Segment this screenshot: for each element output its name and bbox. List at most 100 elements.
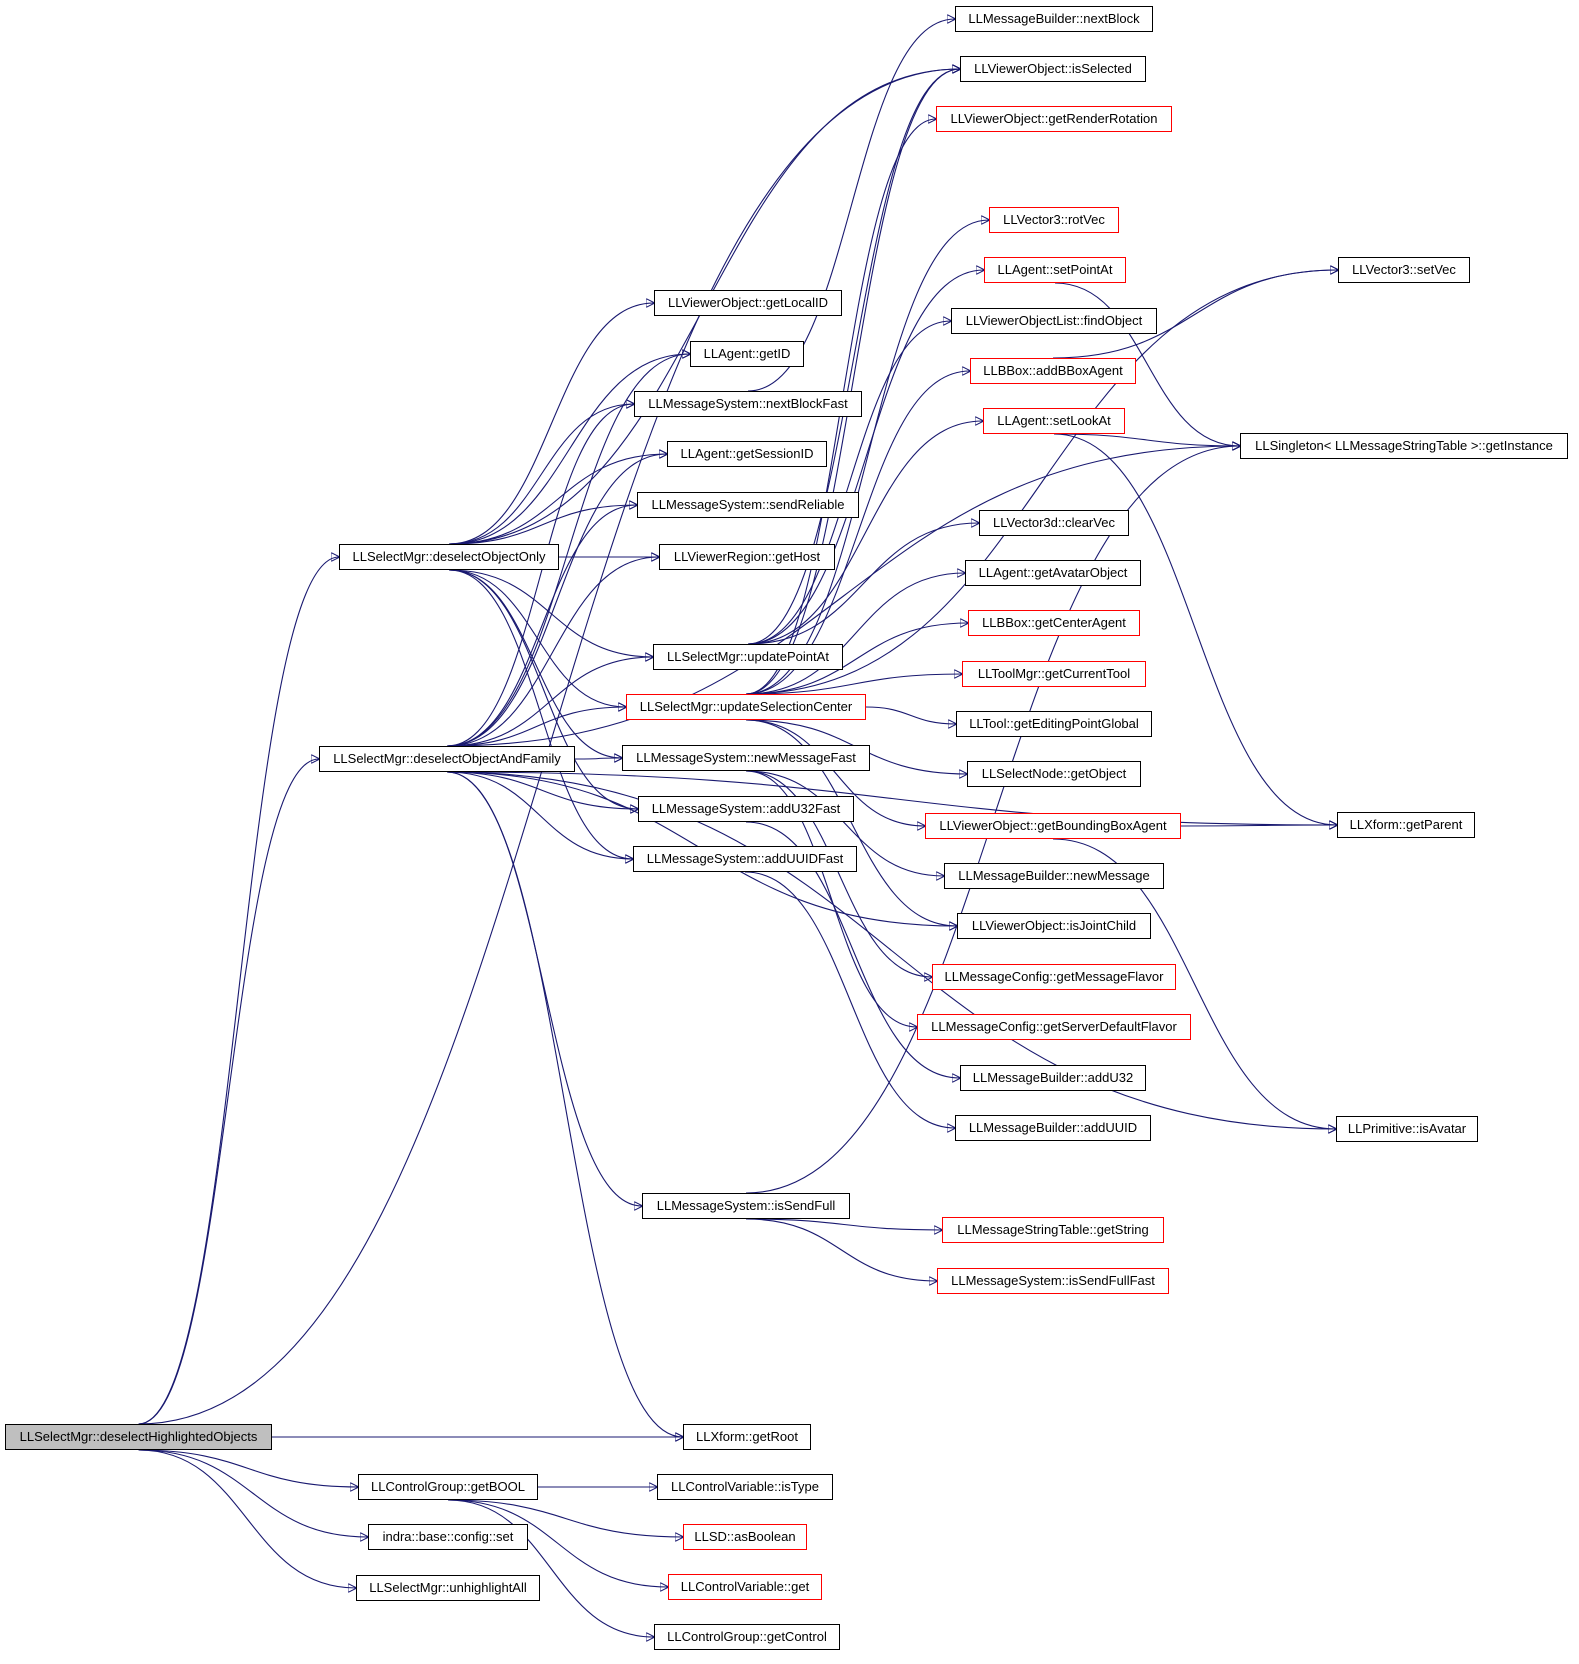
- node-message-builder-next-block[interactable]: LLMessageBuilder::nextBlock: [955, 6, 1153, 32]
- node-rot-vec[interactable]: LLVector3::rotVec: [989, 207, 1119, 233]
- node-get-message-flavor[interactable]: LLMessageConfig::getMessageFlavor: [932, 964, 1176, 990]
- node-update-point-at[interactable]: LLSelectMgr::updatePointAt: [653, 644, 843, 670]
- call-edge-setPointAt-getInstance: [1054, 282, 1240, 446]
- node-find-object[interactable]: LLViewerObjectList::findObject: [951, 308, 1157, 334]
- call-edge-deselectOnly-addU32Fast: [448, 569, 638, 809]
- call-edge-root-getBOOL: [138, 1449, 359, 1487]
- call-edge-deselectOnly-updatePointAt: [448, 569, 653, 657]
- call-edge-updateSelectionCenter-getEditingPointGlobal: [865, 706, 956, 724]
- node-set-look-at[interactable]: LLAgent::setLookAt: [983, 408, 1125, 434]
- call-edge-deselectOnly-newMessageFast: [448, 569, 622, 758]
- node-clear-vec[interactable]: LLVector3d::clearVec: [979, 510, 1129, 536]
- node-get-editing-point-global[interactable]: LLTool::getEditingPointGlobal: [956, 711, 1152, 737]
- node-get-session-id[interactable]: LLAgent::getSessionID: [667, 441, 827, 467]
- node-is-selected[interactable]: LLViewerObject::isSelected: [960, 56, 1146, 82]
- node-get-server-default-flavor[interactable]: LLMessageConfig::getServerDefaultFlavor: [917, 1014, 1191, 1040]
- node-get-center-agent[interactable]: LLBBox::getCenterAgent: [968, 610, 1140, 636]
- call-edge-deselectFamily-sendReliable: [446, 505, 637, 747]
- node-message-builder-new-message[interactable]: LLMessageBuilder::newMessage: [944, 863, 1164, 889]
- node-set-point-at[interactable]: LLAgent::setPointAt: [984, 257, 1126, 283]
- call-edge-updatePointAt-findObject: [747, 321, 951, 645]
- call-edge-deselectFamily-updateSelectionCenter: [446, 707, 626, 747]
- call-edge-deselectOnly-getSessionID: [448, 454, 667, 545]
- node-is-send-full[interactable]: LLMessageSystem::isSendFull: [642, 1193, 850, 1219]
- call-edge-getBoundingBoxAgent-getParent: [1180, 825, 1337, 826]
- call-edge-updateSelectionCenter-isJointChild: [745, 719, 957, 926]
- call-edge-updatePointAt-setLookAt: [747, 421, 983, 645]
- node-control-variable-is-type[interactable]: LLControlVariable::isType: [657, 1474, 833, 1500]
- call-edge-getBOOL-getControl: [447, 1499, 654, 1637]
- call-edge-addUUIDFast-addUUID: [744, 871, 955, 1128]
- node-add-uuid-fast[interactable]: LLMessageSystem::addUUIDFast: [633, 846, 857, 872]
- call-edge-getBOOL-asBoolean: [447, 1499, 683, 1537]
- call-edge-nextBlockFast-nextBlock: [747, 19, 955, 392]
- node-message-string-table-get-string[interactable]: LLMessageStringTable::getString: [942, 1217, 1164, 1243]
- node-control-variable-get[interactable]: LLControlVariable::get: [668, 1574, 822, 1600]
- call-edge-updateSelectionCenter-getAvatarObject: [745, 573, 965, 695]
- call-edge-newMessageFast-newMessage: [745, 770, 944, 876]
- call-edge-deselectOnly-getLocalID: [448, 303, 654, 545]
- call-edge-isSendFull-isSendFullFast: [745, 1218, 937, 1281]
- call-edge-newMessageFast-getServerDefaultFlavor: [745, 770, 917, 1027]
- node-control-group-get-control[interactable]: LLControlGroup::getControl: [654, 1624, 840, 1650]
- node-deselect-object-only[interactable]: LLSelectMgr::deselectObjectOnly: [339, 544, 559, 570]
- call-edge-updateSelectionCenter-setVec: [745, 270, 1338, 695]
- node-get-avatar-object[interactable]: LLAgent::getAvatarObject: [965, 560, 1141, 586]
- node-message-builder-add-uuid[interactable]: LLMessageBuilder::addUUID: [955, 1115, 1151, 1141]
- call-edge-newMessageFast-getMessageFlavor: [745, 770, 932, 977]
- node-unhighlight-all[interactable]: LLSelectMgr::unhighlightAll: [356, 1575, 540, 1601]
- call-edge-updatePointAt-isSelected: [747, 69, 960, 645]
- node-next-block-fast[interactable]: LLMessageSystem::nextBlockFast: [634, 391, 862, 417]
- node-get-local-id[interactable]: LLViewerObject::getLocalID: [654, 290, 842, 316]
- call-edge-deselectFamily-getSessionID: [446, 454, 667, 747]
- node-deselect-highlighted-objects: LLSelectMgr::deselectHighlightedObjects: [5, 1424, 272, 1450]
- call-edge-updateSelectionCenter-getCurrentTool: [745, 674, 962, 695]
- call-edge-deselectOnly-sendReliable: [448, 505, 637, 545]
- node-llsd-as-boolean[interactable]: LLSD::asBoolean: [683, 1524, 807, 1550]
- node-config-set[interactable]: indra::base::config::set: [368, 1524, 528, 1550]
- call-edge-deselectOnly-addUUIDFast: [448, 569, 633, 859]
- call-edge-updateSelectionCenter-getBoundingBoxAgent: [745, 719, 925, 826]
- node-is-joint-child[interactable]: LLViewerObject::isJointChild: [957, 913, 1151, 939]
- node-singleton-get-instance[interactable]: LLSingleton< LLMessageStringTable >::get…: [1240, 433, 1568, 459]
- call-edge-root-unhighlightAll: [138, 1449, 357, 1588]
- node-get-bounding-box-agent[interactable]: LLViewerObject::getBoundingBoxAgent: [925, 813, 1181, 839]
- node-get-render-rotation[interactable]: LLViewerObject::getRenderRotation: [936, 106, 1172, 132]
- node-new-message-fast[interactable]: LLMessageSystem::newMessageFast: [622, 745, 870, 771]
- node-get-current-tool[interactable]: LLToolMgr::getCurrentTool: [962, 661, 1146, 687]
- call-edge-root-deselectFamily: [138, 759, 320, 1425]
- node-update-selection-center[interactable]: LLSelectMgr::updateSelectionCenter: [626, 694, 866, 720]
- node-agent-get-id[interactable]: LLAgent::getID: [690, 341, 804, 367]
- node-xform-get-root[interactable]: LLXform::getRoot: [683, 1424, 811, 1450]
- node-deselect-object-and-family[interactable]: LLSelectMgr::deselectObjectAndFamily: [319, 746, 575, 772]
- node-message-builder-add-u32[interactable]: LLMessageBuilder::addU32: [960, 1065, 1146, 1091]
- node-control-group-get-bool[interactable]: LLControlGroup::getBOOL: [358, 1474, 538, 1500]
- call-edge-addBBoxAgent-setVec: [1052, 270, 1338, 359]
- node-get-host[interactable]: LLViewerRegion::getHost: [659, 544, 835, 570]
- call-edge-updatePointAt-setPointAt: [747, 270, 984, 645]
- node-vector3-set-vec[interactable]: LLVector3::setVec: [1338, 257, 1470, 283]
- call-edge-getBOOL-controlGet: [447, 1499, 668, 1587]
- call-edge-deselectFamily-nextBlockFast: [446, 404, 634, 747]
- call-edge-updateSelectionCenter-getCenterAgent: [745, 623, 968, 695]
- node-add-bbox-agent[interactable]: LLBBox::addBBoxAgent: [970, 358, 1136, 384]
- call-edge-setLookAt-getParent: [1053, 433, 1337, 825]
- node-send-reliable[interactable]: LLMessageSystem::sendReliable: [637, 492, 859, 518]
- call-edge-root-deselectOnly: [138, 557, 340, 1425]
- call-edge-setLookAt-getInstance: [1053, 433, 1240, 446]
- node-xform-get-parent[interactable]: LLXform::getParent: [1337, 812, 1475, 838]
- call-edge-isSendFull-getString: [745, 1218, 942, 1230]
- call-edge-deselectOnly-nextBlockFast: [448, 404, 634, 545]
- call-edge-deselectFamily-isAvatar: [446, 771, 1336, 1129]
- node-select-node-get-object[interactable]: LLSelectNode::getObject: [967, 761, 1141, 787]
- node-is-send-full-fast[interactable]: LLMessageSystem::isSendFullFast: [937, 1268, 1169, 1294]
- node-add-u32-fast[interactable]: LLMessageSystem::addU32Fast: [638, 796, 854, 822]
- node-primitive-is-avatar[interactable]: LLPrimitive::isAvatar: [1336, 1116, 1478, 1142]
- call-edge-deselectOnly-updateSelectionCenter: [448, 569, 626, 707]
- call-edge-deselectFamily-newMessageFast: [574, 758, 622, 759]
- call-edge-deselectFamily-addU32Fast: [446, 771, 638, 809]
- call-edge-updatePointAt-clearVec: [747, 523, 979, 645]
- call-edge-deselectFamily-addUUIDFast: [446, 771, 633, 859]
